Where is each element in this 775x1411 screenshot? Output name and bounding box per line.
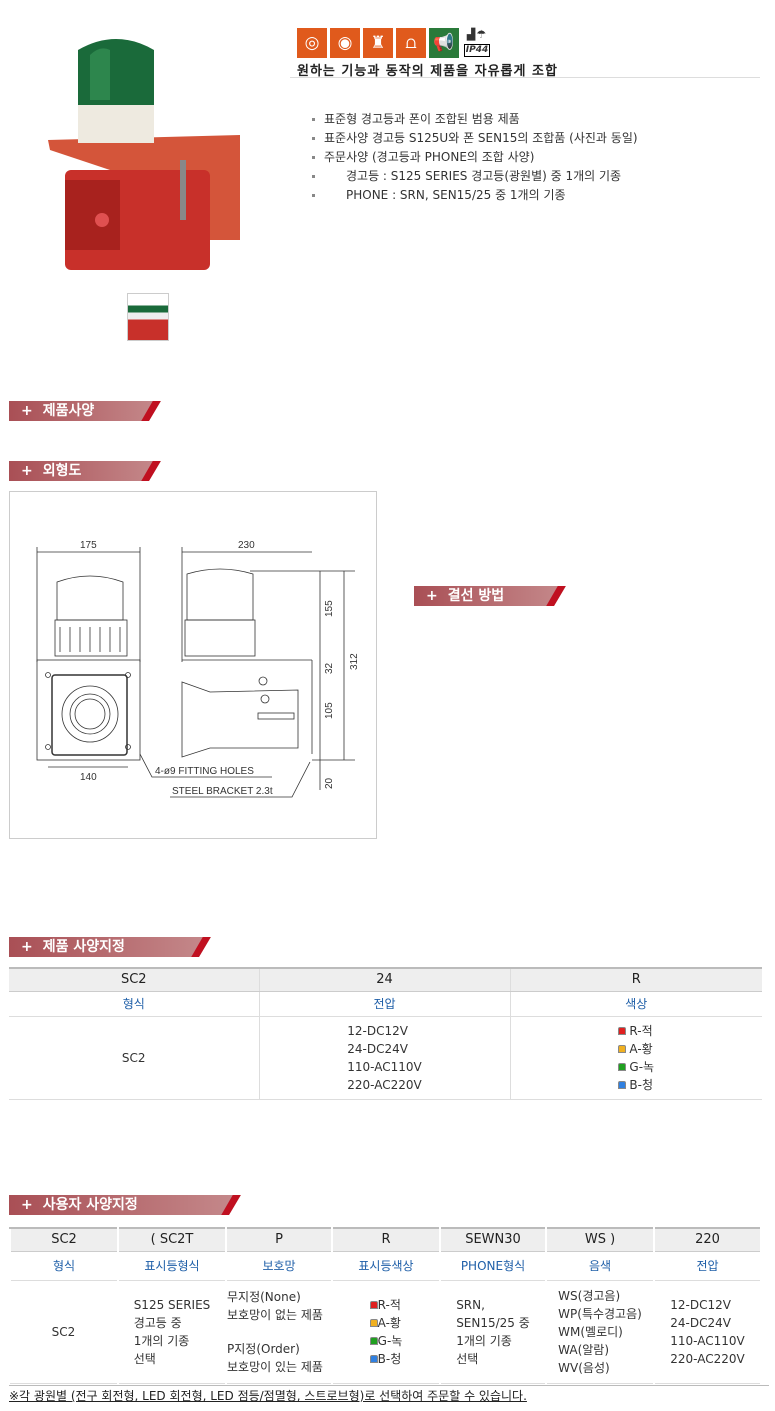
- footnote: ※각 광원별 (전구 회전형, LED 회전형, LED 점등/점멸형, 스트로…: [9, 1385, 769, 1404]
- note-fitting-holes: 4-ø9 FITTING HOLES: [155, 766, 254, 777]
- strobe-icon: ⩍: [396, 28, 426, 58]
- green-lamp-icon: [369, 1337, 378, 1345]
- section-header-spec: +제품사양: [9, 401, 161, 421]
- feature-list: 표준형 경고등과 폰이 조합된 범용 제품 표준사양 경고등 S125U와 폰 …: [310, 110, 638, 205]
- color-list: R-적 A-황 G-녹 B-청: [509, 1016, 762, 1100]
- blue-lamp-icon: [369, 1355, 378, 1363]
- green-lamp-icon: [618, 1063, 627, 1071]
- list-item: 표준형 경고등과 폰이 조합된 범용 제품: [310, 110, 638, 129]
- ip44-icon: ▟☂IP44: [463, 28, 491, 57]
- section-header-outline: +외형도: [9, 461, 161, 481]
- feature-icons: ◎ ◉ ♜ ⩍ 📢 ▟☂IP44: [297, 28, 492, 58]
- note-steel-bracket: STEEL BRACKET 2.3t: [172, 786, 273, 797]
- dim-312: 312: [349, 653, 360, 670]
- amber-lamp-icon: [618, 1045, 627, 1053]
- list-item: 표준사양 경고등 S125U와 폰 SEN15의 조합품 (사진과 동일): [310, 129, 638, 148]
- amber-lamp-icon: [369, 1319, 378, 1327]
- dim-175: 175: [80, 540, 97, 551]
- dim-32: 32: [324, 662, 335, 674]
- list-subitem: PHONE : SRN, SEN15/25 중 1개의 기종: [310, 186, 638, 205]
- dim-155: 155: [324, 600, 335, 617]
- section-header-user-spec: +사용자 사양지정: [9, 1195, 241, 1215]
- dim-20: 20: [324, 777, 335, 789]
- flashing-led-icon: ♜: [363, 28, 393, 58]
- red-lamp-icon: [369, 1301, 378, 1309]
- dim-140: 140: [80, 772, 97, 783]
- divider: [290, 77, 760, 78]
- section-header-wiring: +결선 방법: [414, 586, 566, 606]
- product-photo: [48, 39, 240, 270]
- rotating-bulb-icon: ◎: [297, 28, 327, 58]
- dim-105: 105: [324, 702, 335, 719]
- product-subtitle: 원하는 기능과 동작의 제품을 자유롭게 조합: [297, 64, 558, 79]
- list-item: 주문사양 (경고등과 PHONE의 조합 사양): [310, 148, 638, 167]
- rotating-led-icon: ◉: [330, 28, 360, 58]
- blue-lamp-icon: [618, 1081, 627, 1089]
- list-subitem: 경고등 : S125 SERIES 경고등(광원별) 중 1개의 기종: [310, 167, 638, 186]
- section-header-spec-designation: +제품 사양지정: [9, 937, 211, 957]
- product-thumbnail[interactable]: [127, 293, 169, 341]
- horn-icon: 📢: [429, 28, 459, 58]
- dimension-drawing: 175 140 230 155 32 312 105 20 4-ø9 FITTI…: [9, 491, 377, 839]
- dim-230: 230: [238, 540, 255, 551]
- red-lamp-icon: [618, 1027, 627, 1035]
